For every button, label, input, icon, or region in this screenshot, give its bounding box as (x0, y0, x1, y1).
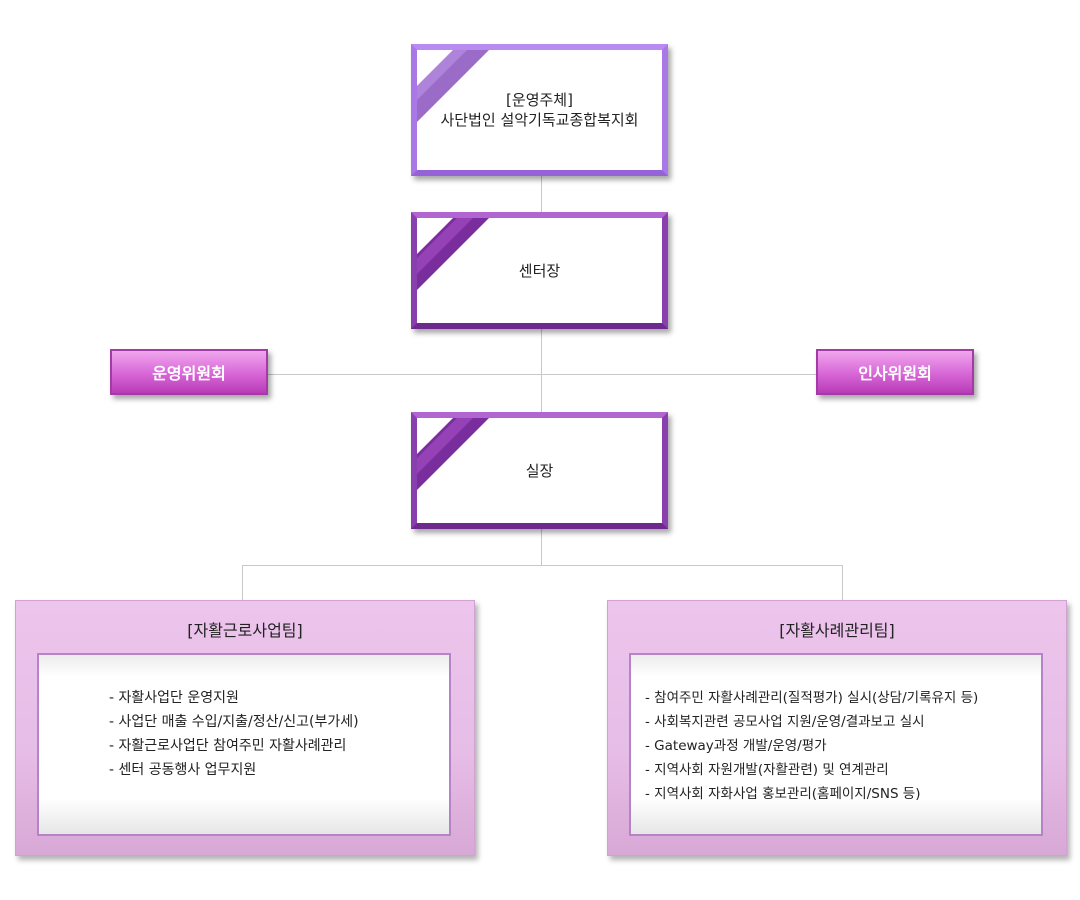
director-label: 센터장 (518, 261, 561, 280)
connector-teams-horizontal (242, 565, 842, 566)
duty-item: - 참여주민 자활사례관리(질적평가) 실시(상담/기록유지 등) (645, 690, 979, 706)
manager-label: 실장 (525, 461, 554, 480)
connector-team-left (242, 565, 243, 600)
team-title: [자활사례관리팀] (779, 621, 895, 640)
team-duties: - 자활사업단 운영지원 - 사업단 매출 수입/지출/정산/신고(부가세) -… (37, 653, 451, 836)
duty-item: - 자활사업단 운영지원 (109, 690, 239, 706)
duty-item: - 센터 공동행사 업무지원 (109, 762, 257, 778)
team-title: [자활근로사업팀] (187, 621, 303, 640)
connector-main-vertical (541, 176, 542, 566)
team-case-management: [자활사례관리팀] - 참여주민 자활사례관리(질적평가) 실시(상담/기록유지… (607, 600, 1067, 856)
connector-team-right (842, 565, 843, 600)
duty-item: - Gateway과정 개발/운영/평가 (645, 738, 827, 754)
manager-box: 실장 (411, 412, 668, 529)
corner-ribbon-icon (417, 50, 489, 122)
duty-item: - 지역사회 자화사업 홍보관리(홈페이지/SNS 등) (645, 786, 921, 802)
corner-ribbon-icon (417, 418, 489, 490)
operating-body-label: [운영주체] (506, 91, 573, 109)
personnel-committee: 인사위원회 (816, 349, 974, 395)
team-self-support-work: [자활근로사업팀] - 자활사업단 운영지원 - 사업단 매출 수입/지출/정산… (15, 600, 475, 856)
operating-body-box: [운영주체] 사단법인 설악기독교종합복지회 (411, 44, 668, 176)
operating-committee: 운영위원회 (110, 349, 268, 395)
duty-item: - 지역사회 자원개발(자활관련) 및 연계관리 (645, 762, 889, 778)
connector-committees (268, 374, 816, 375)
corner-ribbon-icon (417, 218, 489, 290)
duty-item: - 사회복지관련 공모사업 지원/운영/결과보고 실시 (645, 714, 925, 730)
team-duties: - 참여주민 자활사례관리(질적평가) 실시(상담/기록유지 등) - 사회복지… (629, 653, 1043, 836)
operating-body-name: 사단법인 설악기독교종합복지회 (440, 111, 639, 129)
director-box: 센터장 (411, 212, 668, 329)
duty-item: - 사업단 매출 수입/지출/정산/신고(부가세) (109, 714, 359, 730)
duty-item: - 자활근로사업단 참여주민 자활사례관리 (109, 738, 347, 754)
